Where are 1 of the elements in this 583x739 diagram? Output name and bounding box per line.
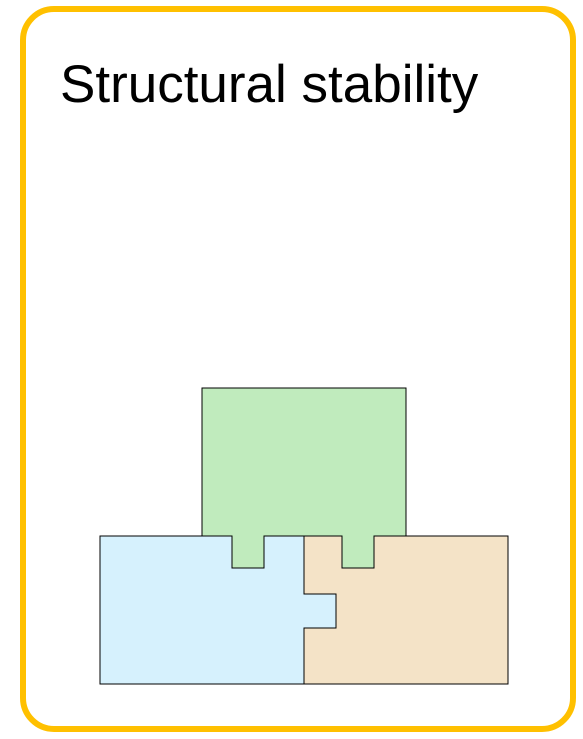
title: Structural stability <box>60 56 478 114</box>
